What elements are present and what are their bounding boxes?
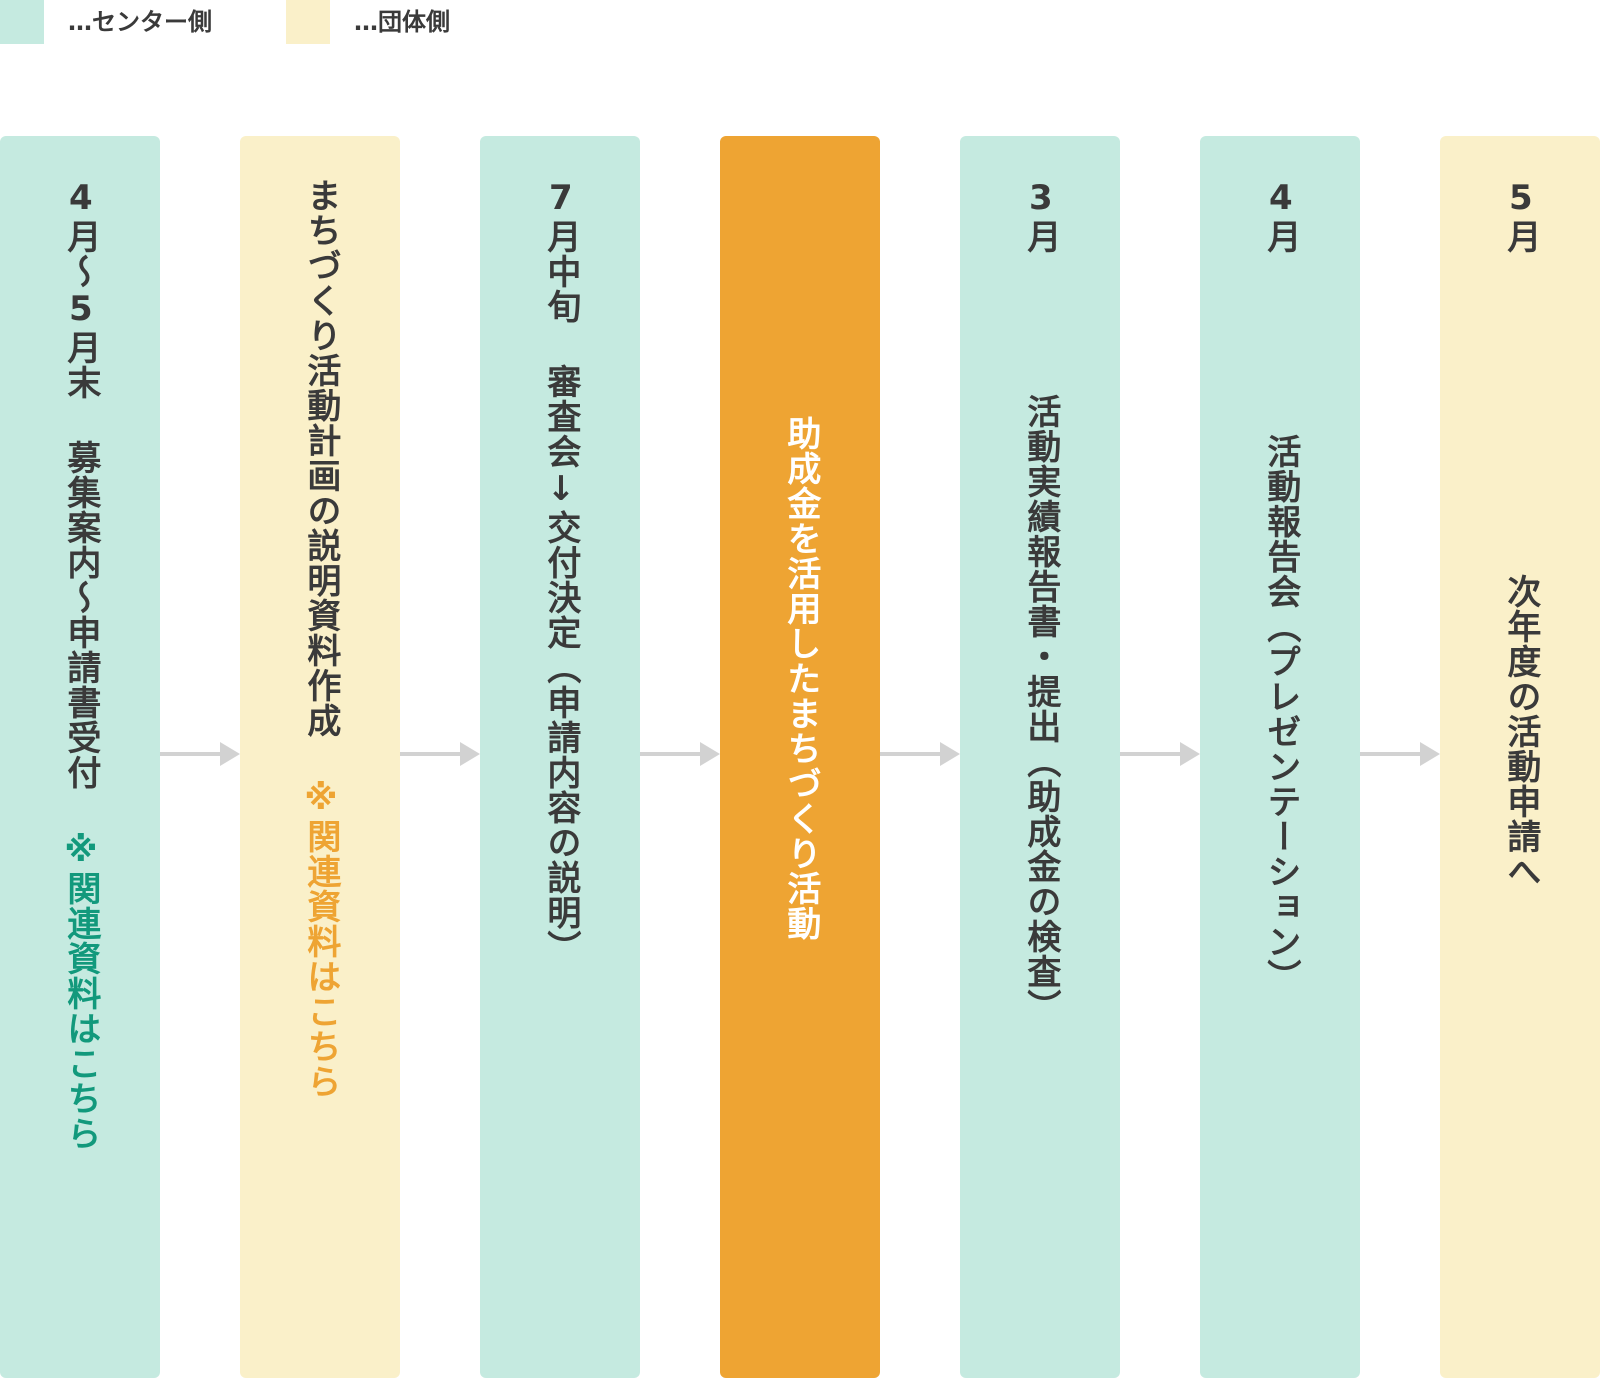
legend-swatch-group (286, 0, 330, 44)
step-recruitment-period: 4月〜5月末 (60, 178, 101, 400)
arrow-4 (880, 742, 960, 766)
related-materials-link[interactable]: ※関連資料はこちら (300, 778, 341, 1099)
step-report-submission-label: 活動実績報告書・提出（助成金の検査） (1020, 394, 1061, 1024)
step-activity-label: 助成金を活用したまちづくり活動 (780, 416, 821, 941)
related-materials-link[interactable]: ※関連資料はこちら (60, 830, 101, 1151)
step-recruitment-text: 4月〜5月末募集案内〜申請書受付 ※関連資料はこちら (60, 178, 101, 1378)
step-plan-materials: まちづくり活動計画の説明資料作成 ※関連資料はこちら (240, 136, 400, 1378)
step-presentation: 4月活動報告会（プレゼンテーション） (1200, 136, 1360, 1378)
step-presentation-text: 4月活動報告会（プレゼンテーション） (1260, 178, 1301, 1378)
step-recruitment: 4月〜5月末募集案内〜申請書受付 ※関連資料はこちら (0, 136, 160, 1378)
step-presentation-period: 4月 (1260, 178, 1301, 254)
step-review: 7月中旬審査会↓交付決定（申請内容の説明） (480, 136, 640, 1378)
step-review-text: 7月中旬審査会↓交付決定（申請内容の説明） (540, 178, 581, 1378)
arrow-2 (400, 742, 480, 766)
step-review-label: 審査会↓交付決定（申請内容の説明） (540, 364, 581, 965)
step-review-period: 7月中旬 (540, 178, 581, 324)
step-next-year-label: 次年度の活動申請へ (1500, 574, 1541, 889)
legend-label-center: …センター側 (68, 8, 212, 36)
step-next-year-text: 5月次年度の活動申請へ (1500, 178, 1541, 1378)
step-presentation-label: 活動報告会（プレゼンテーション） (1260, 434, 1301, 994)
arrow-5 (1120, 742, 1200, 766)
step-report-submission-text: 3月活動実績報告書・提出（助成金の検査） (1020, 178, 1061, 1378)
legend-label-group: …団体側 (354, 8, 450, 36)
step-activity-text: 助成金を活用したまちづくり活動 (780, 416, 821, 1378)
legend-swatch-center (0, 0, 44, 44)
arrow-1 (160, 742, 240, 766)
step-plan-materials-label: まちづくり活動計画の説明資料作成 (300, 178, 341, 738)
step-activity: 助成金を活用したまちづくり活動 (720, 136, 880, 1378)
step-report-submission: 3月活動実績報告書・提出（助成金の検査） (960, 136, 1120, 1378)
arrow-6 (1360, 742, 1440, 766)
step-recruitment-label: 募集案内〜申請書受付 (60, 440, 101, 790)
arrow-3 (640, 742, 720, 766)
step-next-year-period: 5月 (1500, 178, 1541, 254)
step-report-submission-period: 3月 (1020, 178, 1061, 254)
step-next-year: 5月次年度の活動申請へ (1440, 136, 1600, 1378)
step-plan-materials-text: まちづくり活動計画の説明資料作成 ※関連資料はこちら (300, 178, 341, 1378)
